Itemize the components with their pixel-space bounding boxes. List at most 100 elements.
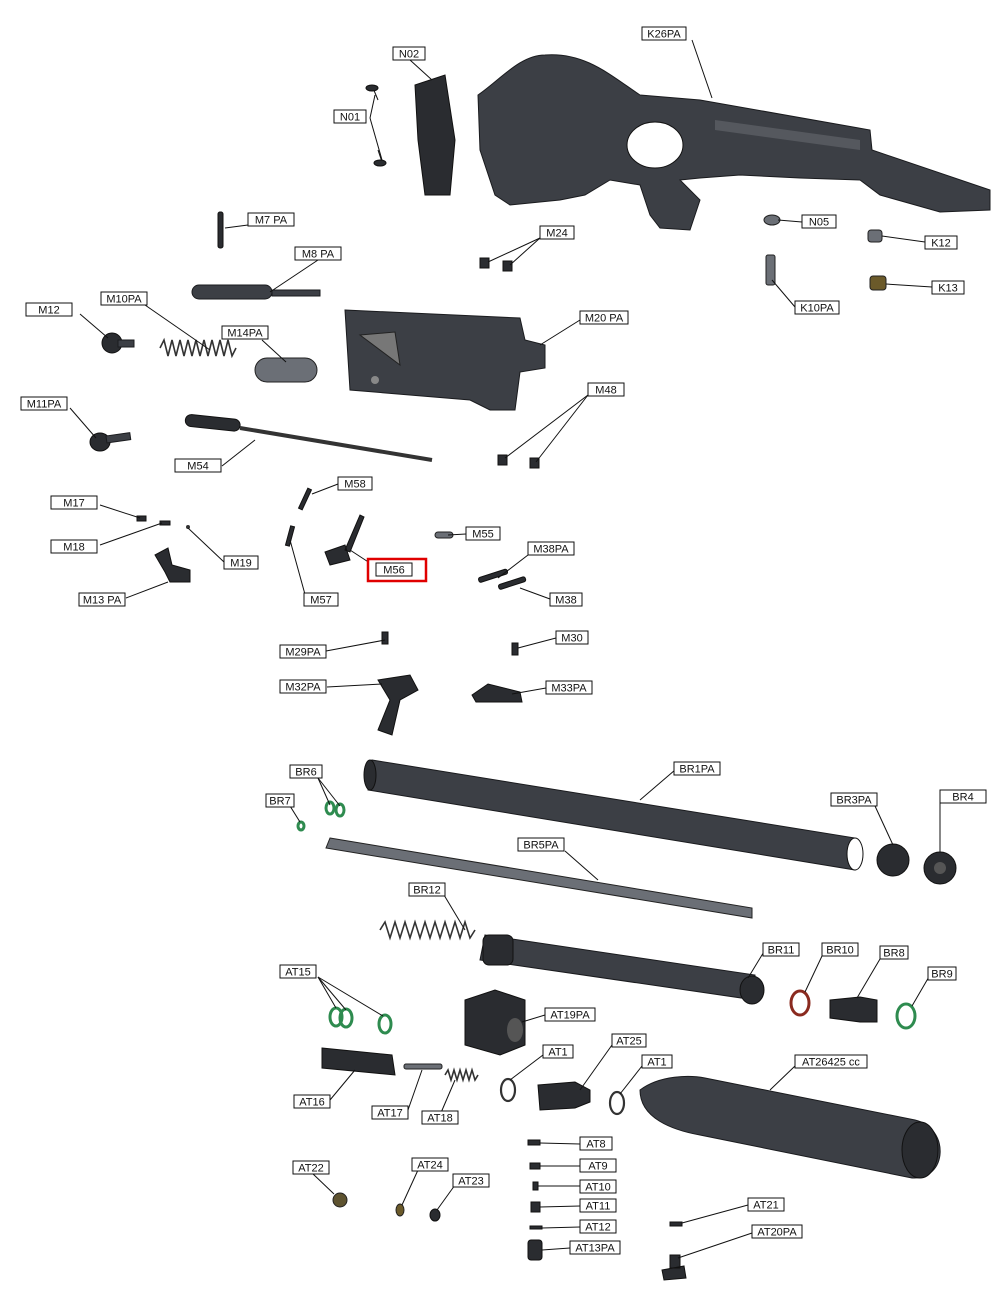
- label-at23[interactable]: AT23: [452, 1173, 490, 1188]
- label-m18[interactable]: M18: [50, 539, 98, 554]
- parts-drawings: [89, 54, 991, 1281]
- svg-text:M32PA: M32PA: [285, 682, 321, 694]
- part-m48-b: [529, 457, 540, 469]
- svg-text:BR4: BR4: [952, 792, 973, 804]
- oring-br10: [789, 989, 811, 1017]
- part-at22: [332, 1192, 348, 1208]
- label-at1-b[interactable]: AT1: [641, 1054, 673, 1069]
- label-n02[interactable]: N02: [392, 46, 426, 61]
- label-m12[interactable]: M12: [25, 302, 73, 317]
- label-m55[interactable]: M55: [465, 526, 501, 541]
- label-br9[interactable]: BR9: [927, 966, 957, 981]
- part-m18: [159, 520, 171, 526]
- part-m29pa: [381, 631, 389, 645]
- label-at25[interactable]: AT25: [611, 1033, 647, 1048]
- label-m32pa[interactable]: M32PA: [279, 679, 327, 694]
- label-br1pa[interactable]: BR1PA: [673, 761, 721, 776]
- label-at24[interactable]: AT24: [411, 1157, 449, 1172]
- svg-text:K13: K13: [938, 283, 958, 295]
- label-m38pa[interactable]: M38PA: [527, 541, 575, 556]
- label-n01[interactable]: N01: [333, 109, 367, 124]
- label-at9[interactable]: AT9: [579, 1158, 617, 1173]
- label-m48[interactable]: M48: [587, 382, 625, 397]
- label-m19[interactable]: M19: [223, 555, 259, 570]
- label-br3pa[interactable]: BR3PA: [830, 792, 878, 807]
- part-m48-a: [497, 454, 508, 466]
- label-k26pa[interactable]: K26PA: [641, 26, 687, 41]
- svg-text:AT13PA: AT13PA: [575, 1243, 615, 1255]
- svg-text:AT22: AT22: [298, 1163, 323, 1175]
- svg-text:AT11: AT11: [586, 1201, 611, 1213]
- part-k13: [869, 275, 887, 291]
- label-m54[interactable]: M54: [174, 458, 222, 473]
- label-at8[interactable]: AT8: [579, 1136, 613, 1151]
- svg-text:M8 PA: M8 PA: [302, 249, 335, 261]
- svg-text:BR8: BR8: [883, 948, 904, 960]
- pin-at17: [403, 1063, 443, 1070]
- label-br4[interactable]: BR4: [939, 789, 987, 804]
- label-k12[interactable]: K12: [924, 235, 958, 250]
- svg-text:M55: M55: [472, 529, 493, 541]
- label-at17[interactable]: AT17: [371, 1105, 409, 1120]
- label-m17[interactable]: M17: [50, 495, 98, 510]
- label-at16[interactable]: AT16: [293, 1094, 331, 1109]
- label-br10[interactable]: BR10: [821, 942, 859, 957]
- label-m56-highlighted[interactable]: M56: [366, 557, 428, 583]
- label-k10pa[interactable]: K10PA: [794, 300, 840, 315]
- label-at13pa[interactable]: AT13PA: [569, 1240, 621, 1255]
- svg-text:M58: M58: [344, 479, 365, 491]
- label-m14pa[interactable]: M14PA: [221, 325, 269, 340]
- label-at26[interactable]: AT26425 cc: [794, 1054, 868, 1069]
- label-at1-a[interactable]: AT1: [542, 1044, 574, 1059]
- label-at22[interactable]: AT22: [292, 1160, 330, 1175]
- label-m11pa[interactable]: M11PA: [20, 396, 68, 411]
- label-at21[interactable]: AT21: [747, 1197, 785, 1212]
- svg-text:AT26425 cc: AT26425 cc: [802, 1057, 860, 1069]
- label-at18[interactable]: AT18: [421, 1110, 459, 1125]
- label-m33pa[interactable]: M33PA: [545, 680, 593, 695]
- buttpad-n02: [414, 74, 456, 196]
- label-br5pa[interactable]: BR5PA: [517, 837, 565, 852]
- label-m20pa[interactable]: M20 PA: [579, 310, 629, 325]
- svg-text:BR7: BR7: [269, 796, 290, 808]
- svg-text:BR3PA: BR3PA: [836, 795, 872, 807]
- svg-text:AT8: AT8: [586, 1139, 605, 1151]
- label-m29pa[interactable]: M29PA: [279, 644, 327, 659]
- label-m38[interactable]: M38: [549, 592, 583, 607]
- label-br11[interactable]: BR11: [762, 942, 800, 957]
- svg-text:M54: M54: [187, 461, 208, 473]
- label-m24[interactable]: M24: [539, 225, 575, 240]
- label-at12[interactable]: AT12: [579, 1219, 617, 1234]
- svg-text:M18: M18: [63, 542, 84, 554]
- part-m24-b: [502, 260, 513, 272]
- sear-m56: [324, 514, 365, 566]
- label-k13[interactable]: K13: [931, 280, 965, 295]
- stock-thumbhole: [626, 121, 684, 169]
- svg-text:N01: N01: [340, 112, 360, 124]
- receiver-m20pa: [344, 309, 546, 411]
- label-m30[interactable]: M30: [555, 630, 589, 645]
- label-m13pa[interactable]: M13 PA: [78, 592, 126, 607]
- part-at9: [529, 1162, 541, 1170]
- pin-m7pa: [217, 211, 224, 249]
- label-at19pa[interactable]: AT19PA: [544, 1007, 596, 1022]
- label-br8[interactable]: BR8: [879, 945, 909, 960]
- label-br12[interactable]: BR12: [408, 882, 446, 897]
- part-at12: [529, 1225, 543, 1230]
- svg-text:AT16: AT16: [299, 1097, 324, 1109]
- stock-k26pa: [477, 54, 991, 231]
- label-n05[interactable]: N05: [801, 214, 837, 229]
- label-m10pa[interactable]: M10PA: [100, 291, 148, 306]
- label-br6[interactable]: BR6: [289, 764, 323, 779]
- label-m8pa[interactable]: M8 PA: [294, 246, 342, 261]
- label-m7pa[interactable]: M7 PA: [247, 212, 295, 227]
- part-labels: K26PA N02 N01 M7 PA M24 N05 K12 M8 PA K1…: [20, 26, 987, 1255]
- label-m57[interactable]: M57: [303, 592, 339, 607]
- label-m58[interactable]: M58: [337, 476, 373, 491]
- label-br7[interactable]: BR7: [265, 793, 295, 808]
- label-at20pa[interactable]: AT20PA: [751, 1224, 803, 1239]
- label-at15[interactable]: AT15: [279, 964, 317, 979]
- label-at10[interactable]: AT10: [579, 1179, 617, 1194]
- svg-text:K26PA: K26PA: [647, 29, 681, 41]
- label-at11[interactable]: AT11: [579, 1198, 617, 1213]
